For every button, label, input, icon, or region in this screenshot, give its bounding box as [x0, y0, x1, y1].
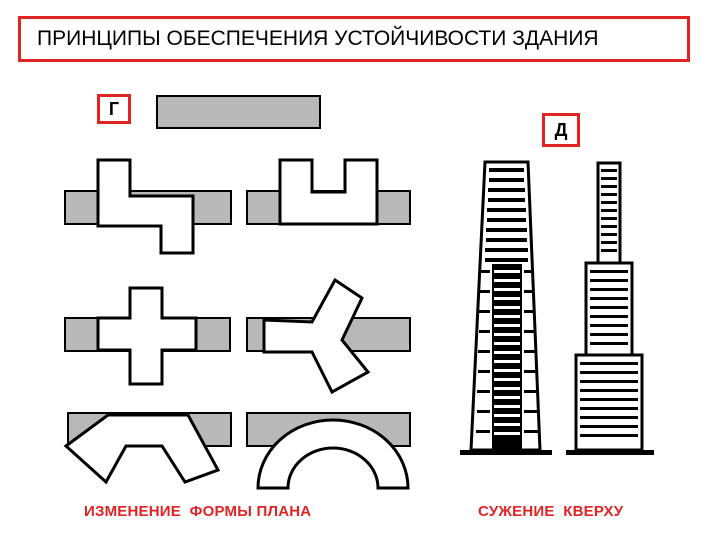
tower-left-upper-windows: [485, 168, 528, 262]
gray-blocks: [64, 95, 411, 447]
label-d-text: Д: [554, 119, 568, 140]
label-d: Д: [542, 113, 580, 147]
plan-shape-y: [262, 277, 371, 395]
label-g: Г: [97, 94, 131, 124]
plan-shape-arch: [256, 418, 410, 490]
tower-left-side-windows: [476, 270, 538, 433]
plan-shape-cross: [96, 286, 198, 386]
title-box: ПРИНЦИПЫ ОБЕСПЕЧЕНИЯ УСТОЙЧИВОСТИ ЗДАНИЯ: [18, 16, 690, 62]
page-title: ПРИНЦИПЫ ОБЕСПЕЧЕНИЯ УСТОЙЧИВОСТИ ЗДАНИЯ: [37, 27, 599, 50]
tower-left-base: [460, 450, 552, 455]
gray-block-top: [156, 95, 321, 129]
plan-shape-trapezoid-arch: [63, 413, 221, 485]
plan-shapes: [63, 158, 410, 490]
plan-shape-zigzag: [96, 158, 195, 255]
caption-plan-shape: ИЗМЕНЕНИЕ ФОРМЫ ПЛАНА: [84, 503, 312, 520]
label-g-text: Г: [108, 98, 120, 119]
tower-left-core-windows: [494, 270, 520, 435]
tower-right: [566, 161, 654, 455]
tower-right-middle-windows: [590, 270, 628, 345]
tower-right-bottom-windows: [580, 362, 638, 437]
tower-right-base: [566, 450, 654, 455]
tower-left-core: [492, 264, 522, 450]
tower-left: [460, 160, 552, 455]
plan-shape-u: [278, 158, 379, 226]
tower-right-top-windows: [601, 169, 617, 252]
caption-taper: СУЖЕНИЕ КВЕРХУ: [478, 503, 624, 520]
